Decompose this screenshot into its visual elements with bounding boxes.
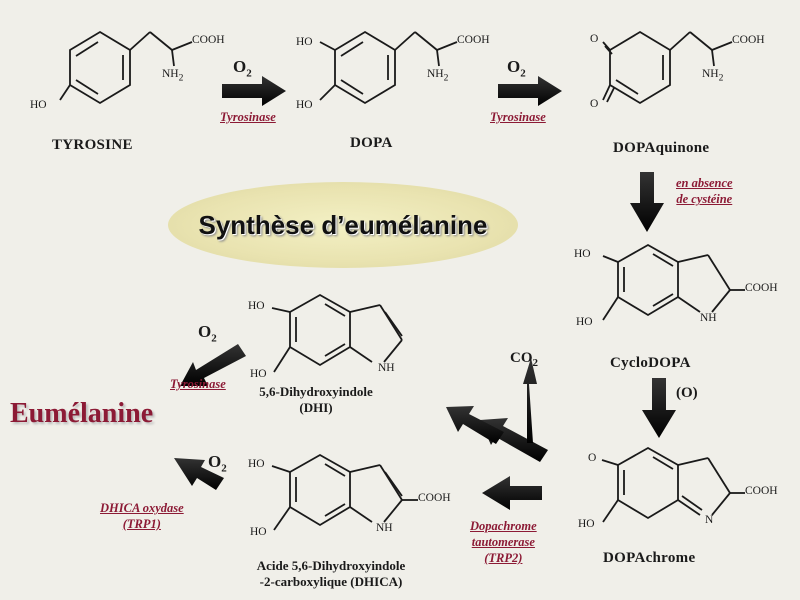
o2-subscript: 2: [221, 462, 227, 475]
o2-symbol: O: [233, 57, 247, 76]
enzyme-tyrosinase-1: Tyrosinase: [220, 110, 276, 124]
atom-ho: HO: [30, 99, 47, 111]
atom-nh: NH: [376, 522, 393, 534]
dhi-structure: [271, 293, 403, 373]
o2-subscript: 2: [520, 67, 526, 80]
atom-nh2: NH2: [162, 68, 183, 83]
cyclodopa-label: CycloDOPA: [610, 355, 691, 371]
condition-no-cysteine: en absence de cystéine: [676, 175, 733, 207]
atom-nh2: NH2: [427, 68, 448, 83]
dopa-structure: [319, 30, 458, 105]
atom-o: O: [590, 98, 599, 110]
atom-ho: HO: [248, 300, 265, 312]
dhica-label: Acide 5,6-Dihydroxyindole -2-carboxyliqu…: [236, 558, 426, 590]
o2-subscript: 2: [246, 67, 252, 80]
dhica-label-line1: Acide 5,6-Dihydroxyindole: [256, 558, 406, 573]
dopachrome-label: DOPAchrome: [603, 550, 696, 566]
condition-line2: de cystéine: [676, 192, 733, 206]
arrow-co2-release: [523, 358, 537, 443]
enzyme-trp1-line2: (TRP1): [122, 517, 161, 531]
atom-n: N: [705, 514, 714, 526]
reagent-o2-3: O2: [198, 322, 217, 344]
atom-ho: HO: [574, 248, 591, 260]
o2-symbol: O: [208, 452, 222, 471]
diagram-title: Synthèse d’eumélanine: [198, 209, 488, 240]
arrow-cyclodopa-to-dopachrome: [642, 378, 676, 438]
atom-cooh: COOH: [732, 34, 765, 46]
atom-cooh: COOH: [457, 34, 490, 46]
arrow-dopachrome-to-dhica: [482, 476, 542, 510]
atom-nh: NH: [700, 312, 717, 324]
enzyme-dhica-oxydase: DHICA oxydase (TRP1): [100, 500, 184, 532]
nh-text: NH: [702, 68, 719, 80]
tyrosine-structure: [59, 30, 193, 105]
dopa-label: DOPA: [350, 135, 393, 151]
atom-ho: HO: [296, 99, 313, 111]
atom-ho: HO: [576, 316, 593, 328]
reagent-o2-4: O2: [208, 452, 227, 474]
arrow-tyrosine-to-dopa: [222, 76, 286, 106]
atom-ho: HO: [296, 36, 313, 48]
atom-cooh: COOH: [418, 492, 451, 504]
dhica-structure: [271, 453, 418, 531]
o2-symbol: O: [198, 322, 212, 341]
atom-nh2: NH2: [702, 68, 723, 83]
dhica-label-line2: -2-carboxylique (DHICA): [259, 574, 403, 589]
enzyme-trp2-line2: tautomerase: [471, 535, 535, 549]
reagent-o2-1: O2: [233, 57, 252, 79]
arrow-dhica-to-eumelanine: [174, 458, 224, 490]
atom-nh: NH: [378, 362, 395, 374]
atom-ho: HO: [578, 518, 595, 530]
atom-cooh: COOH: [745, 282, 778, 294]
atom-ho: HO: [250, 526, 267, 538]
cyclodopa-structure: [602, 243, 745, 321]
arrow-dhi-to-eumelanine: [180, 344, 246, 386]
title-ellipse: Synthèse d’eumélanine: [168, 182, 518, 268]
atom-ho: HO: [248, 458, 265, 470]
dopaquinone-label: DOPAquinone: [613, 140, 710, 156]
arrow-dopa-to-dopaquinone: [498, 76, 562, 106]
reagent-co2: CO2: [510, 350, 538, 369]
reagent-oxidation: (O): [676, 385, 698, 401]
eumelanine-label: Eumélanine: [10, 398, 154, 429]
co2-subscript: 2: [532, 357, 539, 369]
nh-text: NH: [427, 68, 444, 80]
o2-subscript: 2: [211, 332, 217, 345]
enzyme-dopachrome-tautomerase: Dopachrome tautomerase (TRP2): [470, 518, 537, 566]
dopaquinone-structure: [602, 30, 733, 105]
enzyme-trp2-line3: (TRP2): [484, 551, 523, 565]
co2-symbol: CO: [510, 350, 533, 366]
dopachrome-structure: [601, 446, 745, 523]
tyrosine-label: TYROSINE: [52, 137, 133, 153]
nh2-subscript: 2: [718, 72, 724, 84]
dhi-label: 5,6-Dihydroxyindole (DHI): [236, 384, 396, 416]
enzyme-tyrosinase-3: Tyrosinase: [170, 377, 226, 391]
atom-cooh: COOH: [745, 485, 778, 497]
nh2-subscript: 2: [443, 72, 449, 84]
o2-symbol: O: [507, 57, 521, 76]
arrow-dopachrome-to-dhi-front: [446, 406, 504, 444]
atom-o: O: [588, 452, 597, 464]
dhi-label-line2: (DHI): [299, 400, 333, 415]
atom-cooh: COOH: [192, 34, 225, 46]
atom-o: O: [590, 33, 599, 45]
dhi-label-line1: 5,6-Dihydroxyindole: [259, 384, 373, 399]
nh-text: NH: [162, 68, 179, 80]
reagent-o2-2: O2: [507, 57, 526, 79]
enzyme-trp1-line1: DHICA oxydase: [100, 501, 184, 515]
nh2-subscript: 2: [178, 72, 184, 84]
enzyme-tyrosinase-2: Tyrosinase: [490, 110, 546, 124]
condition-line1: en absence: [676, 176, 733, 190]
atom-ho: HO: [250, 368, 267, 380]
arrow-dopaquinone-to-cyclodopa: [630, 172, 664, 232]
enzyme-trp2-line1: Dopachrome: [470, 519, 537, 533]
